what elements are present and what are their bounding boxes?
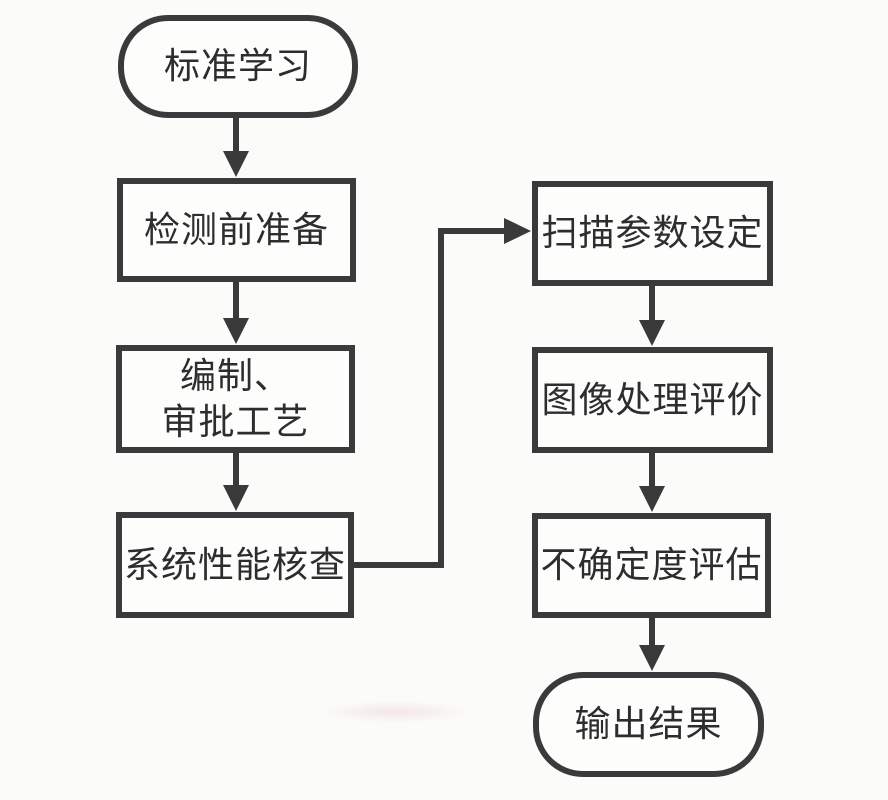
- connector-syscheck-to-scan: [352, 218, 531, 568]
- node-start-terminator: 标准学习: [118, 15, 358, 118]
- node-label: 检测前准备: [143, 209, 329, 250]
- node-compile-approve-procedure: 编制、 审批工艺: [116, 345, 355, 453]
- node-label: 标准学习: [163, 46, 312, 87]
- arrow-prep-to-compile: [223, 282, 249, 344]
- arrow-uncert-to-output: [639, 618, 665, 671]
- arrow-compile-to-syscheck: [223, 453, 249, 511]
- node-label-line2: 审批工艺: [161, 402, 310, 442]
- node-scan-parameter-setting: 扫描参数设定: [532, 181, 773, 286]
- faint-ink-smudge: [300, 698, 490, 726]
- arrow-start-to-prep: [223, 116, 249, 177]
- node-label: 不确定度评估: [540, 545, 763, 586]
- node-pre-test-preparation: 检测前准备: [117, 178, 356, 282]
- node-label: 输出结果: [574, 704, 723, 745]
- node-label-line1: 编制、: [179, 355, 291, 396]
- arrow-scan-to-image: [639, 286, 665, 346]
- node-label: 扫描参数设定: [541, 213, 764, 254]
- node-uncertainty-assessment: 不确定度评估: [532, 513, 771, 618]
- arrow-image-to-uncert: [639, 453, 665, 512]
- node-label: 系统性能核查: [123, 544, 346, 585]
- node-system-performance-check: 系统性能核查: [116, 512, 354, 618]
- node-output-terminator: 输出结果: [533, 672, 764, 777]
- node-label: 图像处理评价: [541, 379, 764, 420]
- node-image-processing-evaluation: 图像处理评价: [532, 347, 773, 453]
